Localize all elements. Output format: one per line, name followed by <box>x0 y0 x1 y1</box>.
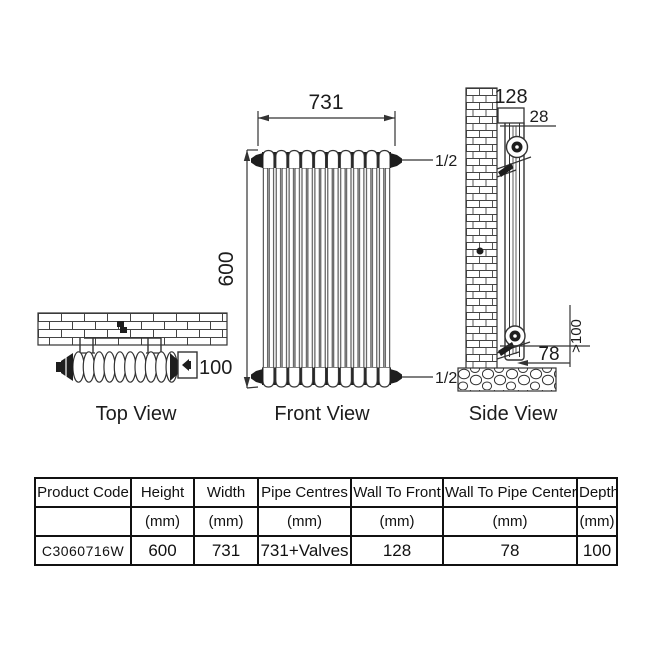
header-wall-to-front: Wall To Front <box>350 477 444 508</box>
valve-icon <box>515 145 519 149</box>
value-wall-to-pipe-center: 78 <box>442 535 578 566</box>
unit-cell: (mm) <box>350 506 444 537</box>
radiator-top-arches <box>262 149 391 171</box>
wall-fixing <box>120 327 127 333</box>
unit-cell: (mm) <box>576 506 618 537</box>
end-cap <box>390 369 402 384</box>
bottom-connection-label: 1/2 <box>435 370 457 387</box>
wall-to-pipe-dim-label: 78 <box>538 344 559 365</box>
front-view-drawing: 731 600 1/2 1/2 <box>215 91 457 389</box>
side-view-caption: Side View <box>469 403 558 425</box>
arrowhead-icon <box>384 114 395 122</box>
header-width: Width <box>193 477 259 508</box>
front-height-dim-label: 600 <box>215 251 238 286</box>
spec-table-container: Product Code Height Width Pipe Centres W… <box>34 477 618 566</box>
front-view-caption: Front View <box>274 403 370 425</box>
value-wall-to-front: 128 <box>350 535 444 566</box>
arrowhead-icon <box>243 150 251 161</box>
header-pipe-centres: Pipe Centres <box>257 477 352 508</box>
unit-cell: (mm) <box>257 506 352 537</box>
value-product-code: C3060716W <box>34 535 132 566</box>
header-depth: Depth <box>576 477 618 508</box>
wall <box>465 87 498 371</box>
end-cap <box>251 153 263 168</box>
diagram-canvas: 731 600 1/2 1/2 <box>37 86 590 425</box>
value-pipe-centres: 731+Valves <box>257 535 352 566</box>
value-width: 731 <box>193 535 259 566</box>
bracket-line <box>496 351 520 360</box>
wall-gap-dim-label: 28 <box>530 107 549 126</box>
header-product-code: Product Code <box>34 477 132 508</box>
arrowhead-icon <box>517 360 528 366</box>
bracket <box>498 163 514 177</box>
value-height: 600 <box>130 535 195 566</box>
table-data-row: C3060716W 600 731 731+Valves 128 78 100 <box>34 535 618 566</box>
top-view-drawing: 100 <box>37 312 232 383</box>
end-cap <box>251 369 263 384</box>
wall-fixing <box>476 247 484 255</box>
table-header-row: Product Code Height Width Pipe Centres W… <box>34 477 618 508</box>
value-depth: 100 <box>576 535 618 566</box>
unit-cell <box>34 506 132 537</box>
arrowhead-icon <box>258 114 269 122</box>
valve-plan <box>182 359 189 371</box>
floor-clearance-dim-label: >100 <box>568 319 585 353</box>
dim-extension-line <box>246 386 259 389</box>
side-view-drawing: 128 28 78 >100 <box>457 86 590 392</box>
end-cap <box>390 153 402 168</box>
end-cap <box>61 353 73 381</box>
valve-plan <box>188 361 191 369</box>
header-wall-to-pipe-center: Wall To Pipe Center <box>442 477 578 508</box>
end-cap-tip <box>56 362 61 372</box>
unit-cell: (mm) <box>193 506 259 537</box>
header-height: Height <box>130 477 195 508</box>
wall <box>37 312 228 346</box>
valve-icon <box>513 334 517 338</box>
radiator-tubes <box>262 168 391 369</box>
table-units-row: (mm) (mm) (mm) (mm) (mm) (mm) <box>34 506 618 537</box>
bracket-line <box>496 156 532 170</box>
dim-box <box>497 107 525 124</box>
unit-cell: (mm) <box>130 506 195 537</box>
front-width-dim-label: 731 <box>308 91 343 114</box>
wall-fixing <box>117 321 124 327</box>
arrowhead-icon <box>243 377 251 388</box>
radiator-bottom-arches <box>262 367 391 389</box>
wall-to-front-dim-label: 128 <box>494 86 527 108</box>
top-connection-label: 1/2 <box>435 153 457 170</box>
bracket-line <box>496 169 517 178</box>
floor <box>457 367 557 392</box>
top-view-caption: Top View <box>96 403 177 425</box>
depth-dim-label: 100 <box>199 357 232 379</box>
unit-cell: (mm) <box>442 506 578 537</box>
spec-table: Product Code Height Width Pipe Centres W… <box>34 477 618 566</box>
radiator-plan-sections <box>72 351 178 383</box>
